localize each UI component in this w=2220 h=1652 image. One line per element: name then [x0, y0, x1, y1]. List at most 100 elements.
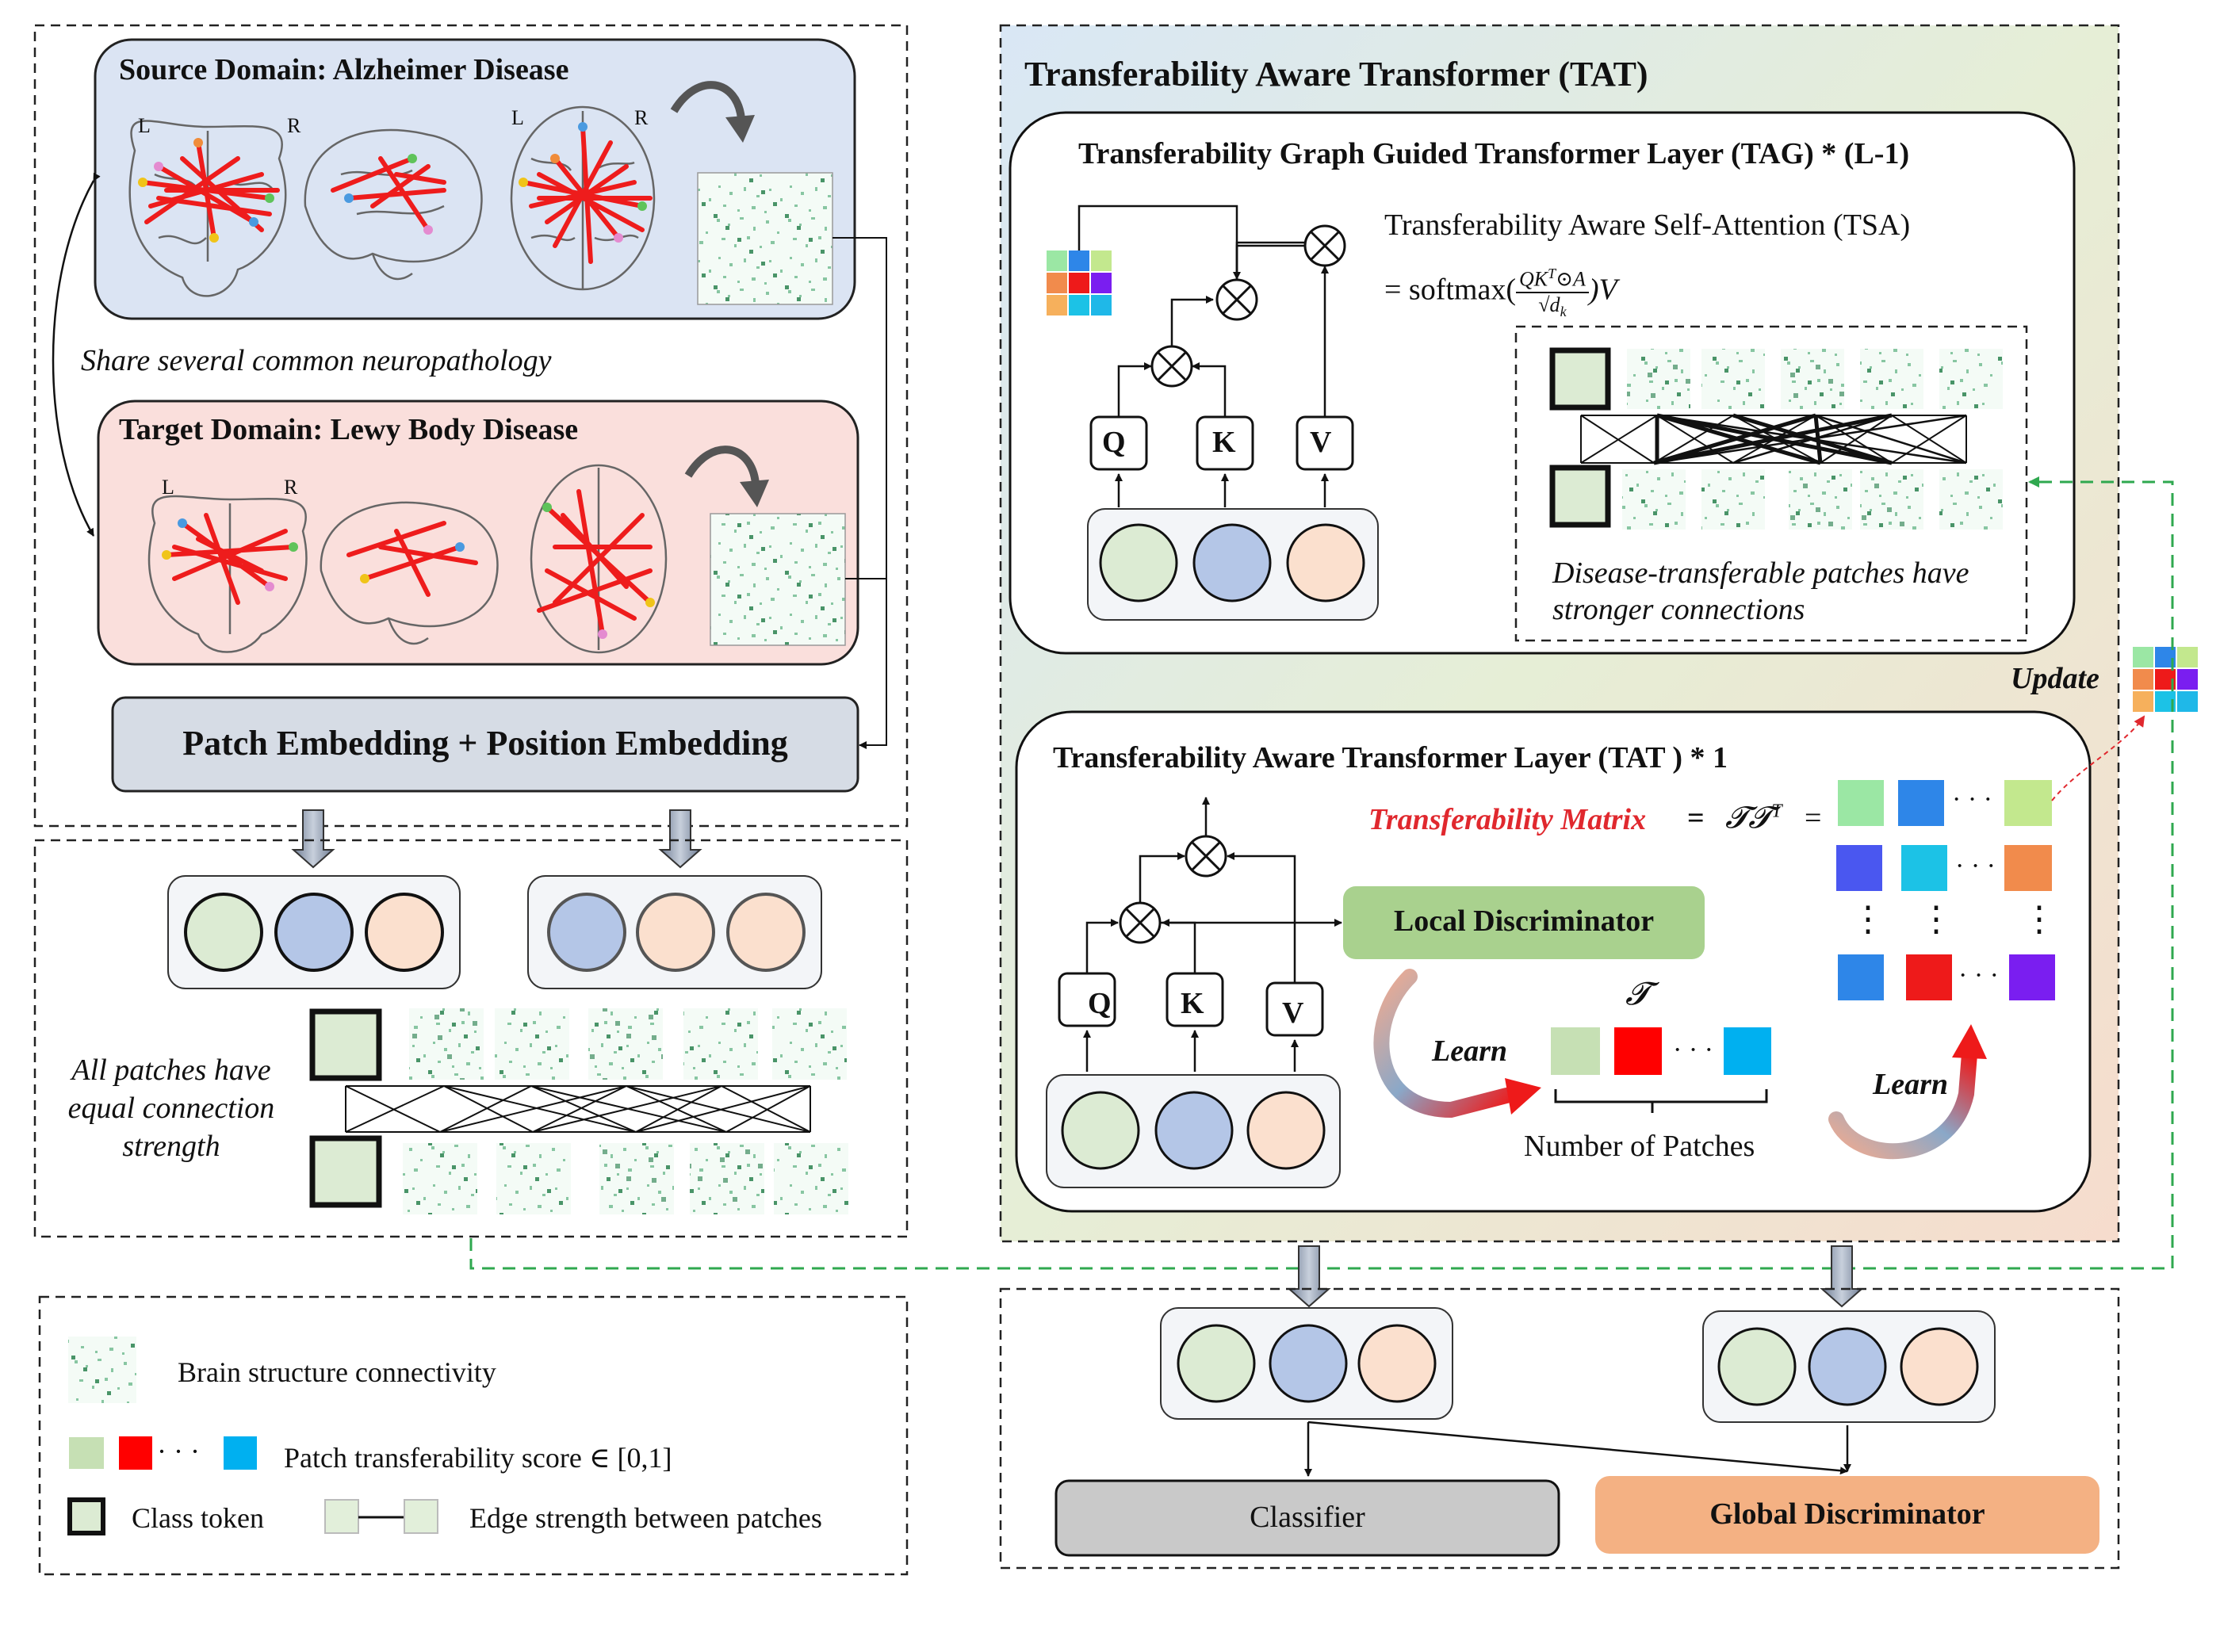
- number-of-patches-label: Number of Patches: [1524, 1130, 1755, 1163]
- legend-edge-left: [324, 1499, 359, 1534]
- tsa-suffix: )V: [1588, 273, 1617, 307]
- learn-arrow-right: [1828, 1046, 1977, 1160]
- tsa-equation: = softmax(QKT⊙A√dk)V: [1384, 262, 1617, 323]
- legend-edge-label: Edge strength between patches: [469, 1502, 822, 1534]
- output-region: [999, 1287, 2120, 1570]
- patch-embedding-label: Patch Embedding + Position Embedding: [182, 724, 788, 763]
- tsa-prefix: = softmax(: [1384, 273, 1517, 307]
- embedding-down-arrows: [291, 809, 702, 869]
- learn-label: Learn: [1432, 1034, 1507, 1068]
- legend-score-blue: [224, 1436, 257, 1470]
- tag-graph-box: [1514, 325, 2028, 642]
- q-label: Q: [1102, 426, 1126, 459]
- legend-class-token-label: Class token: [132, 1502, 264, 1534]
- source-nodes: [138, 122, 647, 243]
- target-title: Target Domain: Lewy Body Disease: [119, 413, 579, 446]
- tat-title: Transferability Aware Transformer (TAT): [1024, 55, 1648, 94]
- share-text: Share several common neuropathology: [81, 344, 552, 377]
- transferability-matrix-grid: [1836, 780, 2055, 1000]
- learn-arrow-left: [1373, 969, 1514, 1119]
- equal-text-line: equal connection: [67, 1092, 275, 1125]
- equal-text: All patches have equal connection streng…: [48, 1051, 295, 1165]
- matrix-dots: · · ·: [1952, 785, 1992, 814]
- global-discriminator-box: [1595, 1476, 2099, 1554]
- patch-token-circle: [365, 893, 444, 972]
- t-score-green: [1551, 1027, 1600, 1075]
- legend-score-label: Patch transferability score ∈ [0,1]: [284, 1442, 672, 1474]
- matrix-vdots: ⋮: [1919, 900, 1954, 939]
- strong-connection-graph: [1549, 347, 2003, 530]
- k-label: K: [1181, 987, 1204, 1020]
- source-connectivity-matrix: [697, 172, 833, 305]
- tsa-fraction: QKT⊙A√dk: [1516, 262, 1589, 323]
- transferability-matrix-label: Transferability Matrix: [1368, 803, 1647, 836]
- matrix-vdots: ⋮: [1851, 900, 1885, 939]
- v-label: V: [1310, 426, 1332, 459]
- source-title: Source Domain: Alzheimer Disease: [119, 53, 569, 86]
- transferability-matrix-icon: [1047, 250, 1112, 315]
- local-discriminator-box: [1343, 886, 1705, 959]
- source-right-label: R: [634, 106, 649, 129]
- target-left-label: L: [162, 476, 174, 499]
- classifier-label: Classifier: [1250, 1501, 1365, 1534]
- tsa-title: Transferability Aware Self-Attention (TS…: [1384, 208, 1911, 242]
- left-top-region: [33, 24, 909, 828]
- tsa-denominator: √dk: [1538, 293, 1567, 319]
- update-arrow: [2051, 715, 2145, 801]
- legend-edge-right: [404, 1499, 438, 1534]
- class-token-square: [309, 1008, 382, 1081]
- t-symbol: 𝓣: [1625, 976, 1650, 1011]
- legend-score-green: [67, 1436, 105, 1470]
- share-arrow: [52, 172, 101, 537]
- tat-attention-block: [1046, 797, 1342, 1188]
- k-label: K: [1212, 426, 1236, 459]
- connector-to-embedding: [832, 237, 887, 749]
- source-connections: [140, 124, 653, 264]
- matrix-dots: · · ·: [1958, 961, 1999, 990]
- patch-token-circle: [636, 893, 715, 972]
- target-nodes: [162, 503, 655, 639]
- matrix-vdots: ⋮: [2022, 900, 2057, 939]
- patch-token-circle: [726, 893, 806, 972]
- tag-title: Transferability Graph Guided Transformer…: [1078, 137, 1910, 170]
- updated-matrix-icon: [2133, 647, 2198, 712]
- class-token-circle: [184, 893, 263, 972]
- legend-box: [38, 1295, 909, 1576]
- tat-down-arrows: [1287, 1245, 1864, 1308]
- patch-embedding-box: [111, 696, 859, 793]
- target-right-label: R: [284, 476, 298, 499]
- tat-layer-title: Transferability Aware Transformer Layer …: [1053, 741, 1728, 774]
- left-middle-region: [33, 839, 909, 1238]
- patch-token-circle: [274, 893, 354, 972]
- local-discriminator-label: Local Discriminator: [1393, 904, 1655, 938]
- legend-connectivity-icon: [68, 1337, 136, 1403]
- legend-class-token: [67, 1497, 105, 1535]
- target-brain-side-view: [320, 501, 499, 645]
- target-rotate-arrow: [684, 446, 760, 484]
- tsa-numerator: QKT⊙A: [1516, 262, 1589, 293]
- target-connections: [164, 489, 653, 637]
- stronger-text-line: stronger connections: [1552, 593, 1805, 626]
- equal-text-line: strength: [122, 1130, 220, 1163]
- patch-count-brace: [1554, 1089, 1768, 1113]
- legend-dots: · · ·: [157, 1436, 200, 1467]
- source-rotate-arrow: [670, 81, 745, 120]
- matrix-equals-2: =: [1805, 801, 1822, 835]
- update-label: Update: [2011, 662, 2099, 695]
- global-discriminator-label: Global Discriminator: [1709, 1497, 1985, 1531]
- matrix-dots: · · ·: [1955, 851, 1996, 881]
- legend-connectivity-label: Brain structure connectivity: [178, 1356, 496, 1388]
- legend-score-red: [119, 1436, 152, 1470]
- t-score-red: [1614, 1027, 1662, 1075]
- target-brain-top-view: [147, 495, 308, 653]
- source-left-label: L: [138, 114, 151, 137]
- matrix-equals: =: [1687, 801, 1705, 835]
- t-dots: · · ·: [1673, 1035, 1713, 1065]
- tag-attention-block: [1047, 205, 1379, 621]
- v-label: V: [1282, 996, 1304, 1030]
- q-label: Q: [1088, 987, 1112, 1020]
- source-left-label: L: [511, 106, 524, 129]
- t-score-blue: [1724, 1027, 1771, 1075]
- feedback-dashed-arrow: [469, 476, 2174, 1270]
